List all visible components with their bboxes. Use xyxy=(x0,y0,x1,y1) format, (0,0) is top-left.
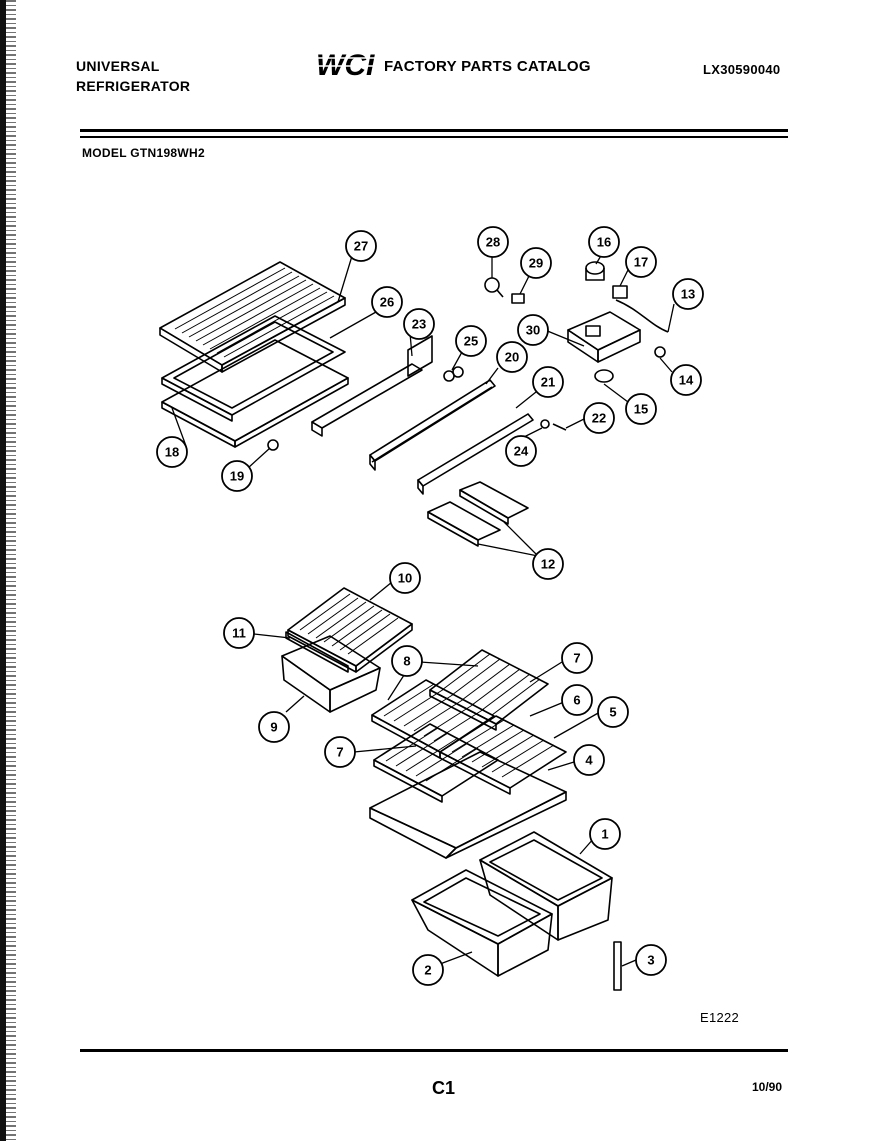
callout-13: 13 xyxy=(681,287,695,302)
callout-29: 29 xyxy=(529,256,543,271)
callout-28: 28 xyxy=(486,235,500,250)
header-rule-thin xyxy=(80,136,788,138)
callout-22: 22 xyxy=(592,411,606,426)
model-label: MODEL GTN198WH2 xyxy=(82,146,205,160)
logo-text: WCI xyxy=(316,49,375,80)
callout-27: 27 xyxy=(354,239,368,254)
part-28-bulb xyxy=(484,277,504,298)
part-15-knob xyxy=(594,369,614,383)
header-rule xyxy=(80,129,788,132)
callout-11: 11 xyxy=(232,626,246,641)
part-10-cover xyxy=(287,587,413,673)
callout-23: 23 xyxy=(412,317,426,332)
part-16-knob xyxy=(585,261,605,275)
callout-2: 2 xyxy=(424,963,431,978)
callout-24: 24 xyxy=(514,444,529,459)
callout-14: 14 xyxy=(679,373,694,388)
callout-7-lower: 7 xyxy=(336,745,343,760)
callout-21: 21 xyxy=(541,375,555,390)
part-22-screw xyxy=(552,423,567,431)
page-date: 10/90 xyxy=(752,1080,783,1094)
part-3-rod xyxy=(613,941,622,991)
part-18-shelf xyxy=(161,339,349,448)
callout-9: 9 xyxy=(270,720,277,735)
part-14-clip xyxy=(654,346,666,358)
callout-26: 26 xyxy=(380,295,394,310)
callout-7-upper: 7 xyxy=(573,651,580,666)
part-6-shelf xyxy=(439,715,567,795)
part-27-shelf-glass xyxy=(159,261,346,373)
part-12-trays xyxy=(427,481,529,547)
part-13-wire xyxy=(615,299,669,333)
diagram-code: E1222 xyxy=(700,1010,740,1025)
callout-25: 25 xyxy=(464,334,478,349)
part-17-switch xyxy=(612,285,628,299)
part-4-panel xyxy=(369,751,567,859)
part-8-shelf-upper xyxy=(429,649,549,731)
callout-12: 12 xyxy=(541,557,555,572)
callout-15: 15 xyxy=(634,402,648,417)
scan-edge-dark xyxy=(0,0,6,1141)
part-19-clip xyxy=(267,439,279,451)
callout-4: 4 xyxy=(585,753,593,768)
catalog-code: LX30590040 xyxy=(703,62,781,77)
part-11-frame xyxy=(285,631,349,673)
part-29-socket xyxy=(511,293,525,304)
part-30-housing xyxy=(567,311,641,363)
part-26-shelf-frame xyxy=(161,315,346,422)
catalog-title: FACTORY PARTS CATALOG xyxy=(384,58,591,75)
callout-5: 5 xyxy=(609,705,616,720)
footer-rule xyxy=(80,1049,788,1052)
part-8-shelf-lower xyxy=(371,679,495,759)
callout-6: 6 xyxy=(573,693,580,708)
callout-18: 18 xyxy=(165,445,179,460)
callout-8: 8 xyxy=(403,654,410,669)
wci-logo: WCI xyxy=(314,49,378,80)
callout-17: 17 xyxy=(634,255,648,270)
part-23-bracket xyxy=(311,335,433,437)
callout-3: 3 xyxy=(647,953,654,968)
callout-16: 16 xyxy=(597,235,611,250)
part-24-screw xyxy=(540,419,550,429)
part-20-rail xyxy=(369,379,496,471)
callout-19: 19 xyxy=(230,469,244,484)
part-21-rail xyxy=(417,413,534,495)
part-1-crisper-right xyxy=(479,831,613,941)
part-9-pan xyxy=(281,635,381,713)
callout-20: 20 xyxy=(505,350,519,365)
page-number: C1 xyxy=(432,1078,456,1098)
company-name-line2: REFRIGERATOR xyxy=(76,78,191,94)
company-name-line1: UNIVERSAL xyxy=(76,58,160,74)
callout-1: 1 xyxy=(601,827,608,842)
callout-10: 10 xyxy=(398,571,412,586)
part-2-crisper-left xyxy=(411,869,553,977)
callout-30: 30 xyxy=(526,323,540,338)
